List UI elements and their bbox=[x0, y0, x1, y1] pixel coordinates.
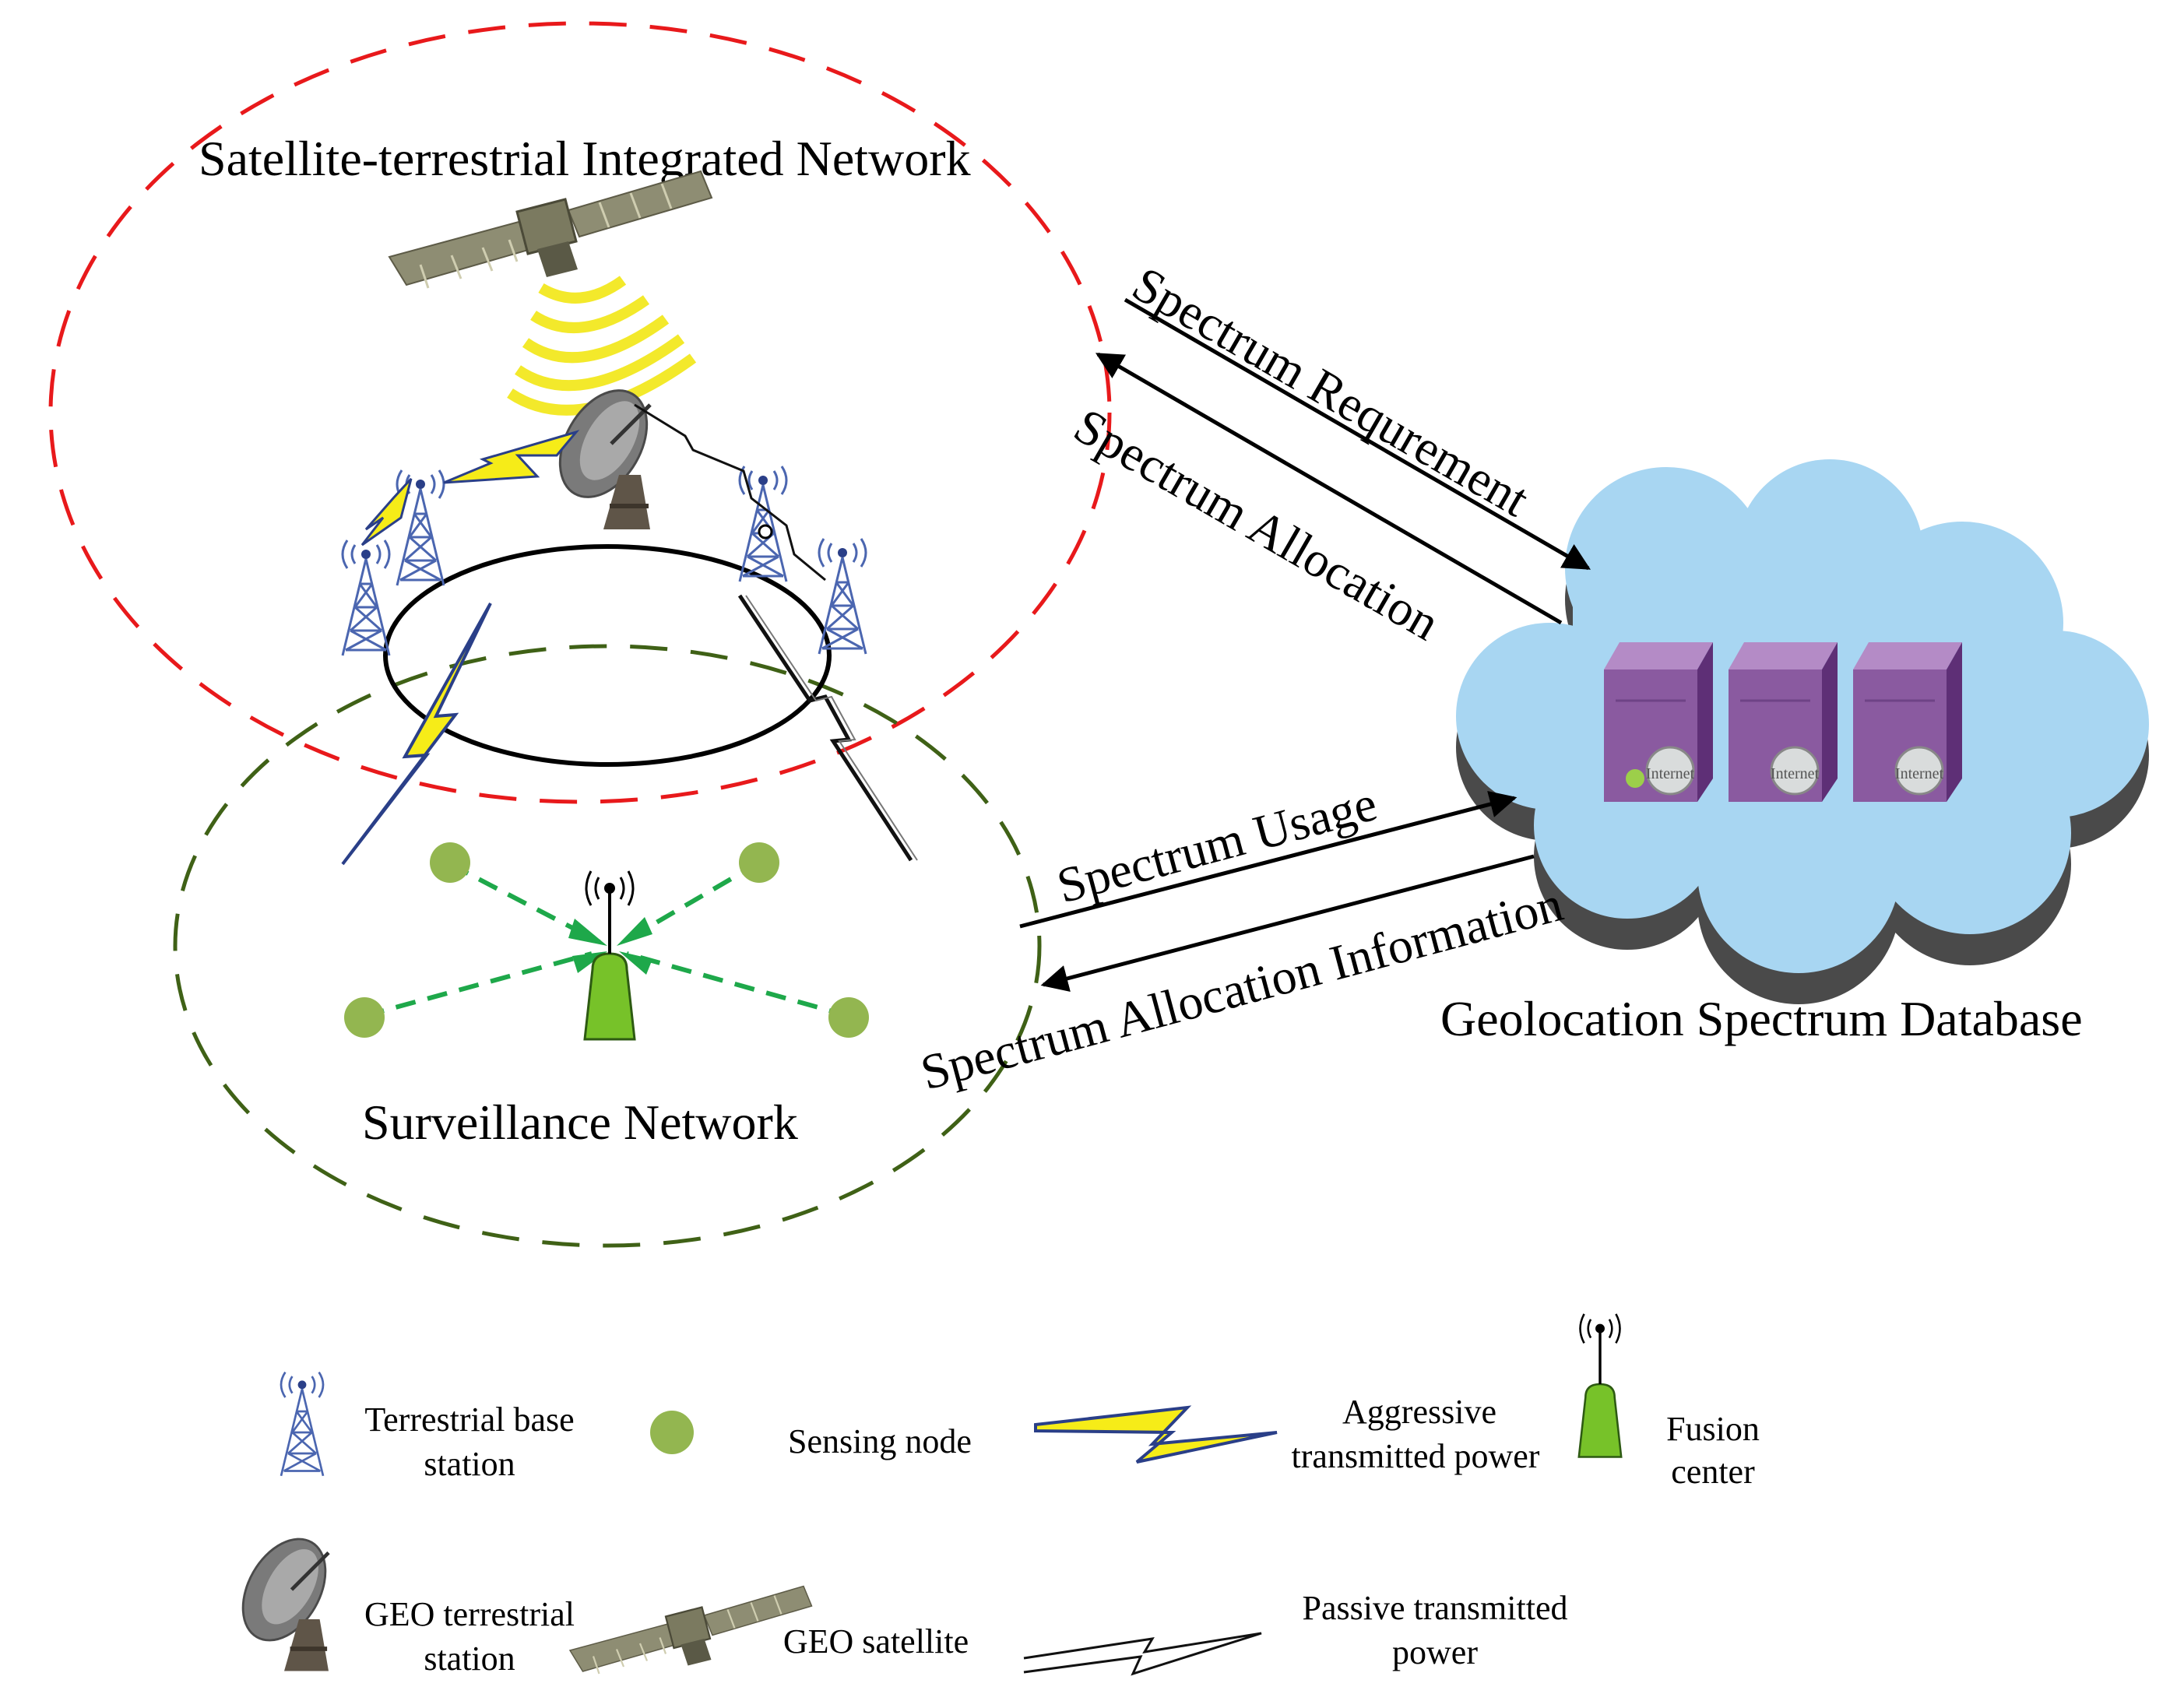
geo-satellite-icon bbox=[568, 1585, 813, 1675]
sensing-node-icon bbox=[828, 997, 869, 1038]
spectrum-allocation-info-arrow bbox=[1040, 854, 1535, 992]
surveillance-network-title: Surveillance Network bbox=[362, 1095, 798, 1150]
satellite-beam-icon bbox=[507, 276, 697, 416]
legend-base-station-line1: Terrestrial base bbox=[364, 1400, 574, 1439]
server-label: Internet bbox=[1646, 765, 1695, 782]
spectrum-usage-arrow bbox=[1019, 790, 1518, 929]
overlap-ellipse bbox=[383, 544, 832, 767]
fusion-center-icon bbox=[1577, 1313, 1623, 1458]
server-label: Internet bbox=[1771, 765, 1820, 782]
sensing-node-icon bbox=[739, 842, 779, 883]
aggressive-power-icon bbox=[341, 603, 492, 866]
passive-power-icon bbox=[634, 403, 826, 582]
geo-satellite-icon bbox=[388, 170, 713, 290]
fusion-center-icon bbox=[583, 870, 636, 1041]
station-marker bbox=[758, 524, 773, 539]
geo-terrestrial-station-icon bbox=[226, 1524, 342, 1671]
spectrum-allocation-info-label: Spectrum Allocation Information bbox=[915, 876, 1568, 1100]
aggressive-power-icon bbox=[443, 430, 580, 484]
server-icon: Internet bbox=[1853, 642, 1962, 802]
terrestrial-base-station-icon bbox=[341, 539, 391, 657]
server-label: Internet bbox=[1895, 765, 1944, 782]
passive-power-icon bbox=[745, 595, 918, 861]
passive-power-icon bbox=[737, 594, 913, 862]
legend-geo-satellite: GEO satellite bbox=[783, 1622, 969, 1661]
aggressive-power-icon bbox=[360, 477, 413, 546]
legend-fusion-line2: center bbox=[1671, 1453, 1755, 1491]
server-icon: Internet bbox=[1729, 642, 1838, 802]
sensing-node-icon bbox=[650, 1411, 694, 1454]
legend-aggressive-line2: transmitted power bbox=[1292, 1437, 1540, 1475]
spectrum-requirement-arrow bbox=[1124, 297, 1591, 571]
legend-passive-line2: power bbox=[1392, 1633, 1478, 1671]
legend-fusion-line1: Fusion bbox=[1666, 1410, 1760, 1448]
legend-geo-station-line1: GEO terrestrial bbox=[364, 1595, 575, 1633]
satellite-network-boundary bbox=[48, 21, 1112, 804]
legend-base-station-line2: station bbox=[424, 1445, 515, 1483]
sensing-arrowheads bbox=[568, 917, 652, 975]
spectrum-allocation-arrow bbox=[1095, 352, 1563, 625]
server-icon: Internet bbox=[1604, 642, 1713, 802]
database-title: Geolocation Spectrum Database bbox=[1440, 991, 2083, 1046]
satellite-network-title: Satellite-terrestrial Integrated Network bbox=[199, 131, 971, 186]
legend-geo-station-line2: station bbox=[424, 1639, 515, 1678]
sensing-node-icon bbox=[430, 842, 470, 883]
terrestrial-base-station-icon bbox=[280, 1371, 325, 1478]
legend-passive-line1: Passive transmitted bbox=[1303, 1589, 1568, 1627]
surveillance-network-boundary bbox=[173, 644, 1042, 1248]
sensing-node-icon bbox=[344, 997, 385, 1038]
legend-aggressive-line1: Aggressive bbox=[1342, 1393, 1496, 1431]
passive-power-icon bbox=[1023, 1632, 1262, 1676]
aggressive-power-icon bbox=[1034, 1405, 1278, 1464]
legend: Terrestrial base station Sensing node Ag… bbox=[226, 1313, 1760, 1678]
legend-sensing-node: Sensing node bbox=[788, 1422, 972, 1460]
server-rack: Internet Internet Internet bbox=[1604, 642, 1962, 802]
